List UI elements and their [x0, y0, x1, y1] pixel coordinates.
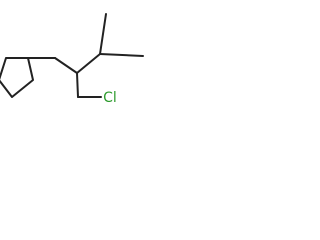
bond-methyl-upper: [99, 13, 107, 55]
molecule-diagram: Cl: [0, 0, 184, 109]
cyclopentane-ring: [0, 57, 34, 98]
chlorine-atom-label: Cl: [103, 90, 117, 106]
bond-central-isopropyl: [76, 53, 101, 74]
bond-central-ch2cl: [76, 72, 79, 98]
bond-methyl-right: [99, 53, 144, 57]
bond-ch2-central: [54, 57, 78, 74]
molecule-structure: Cl: [0, 13, 144, 106]
